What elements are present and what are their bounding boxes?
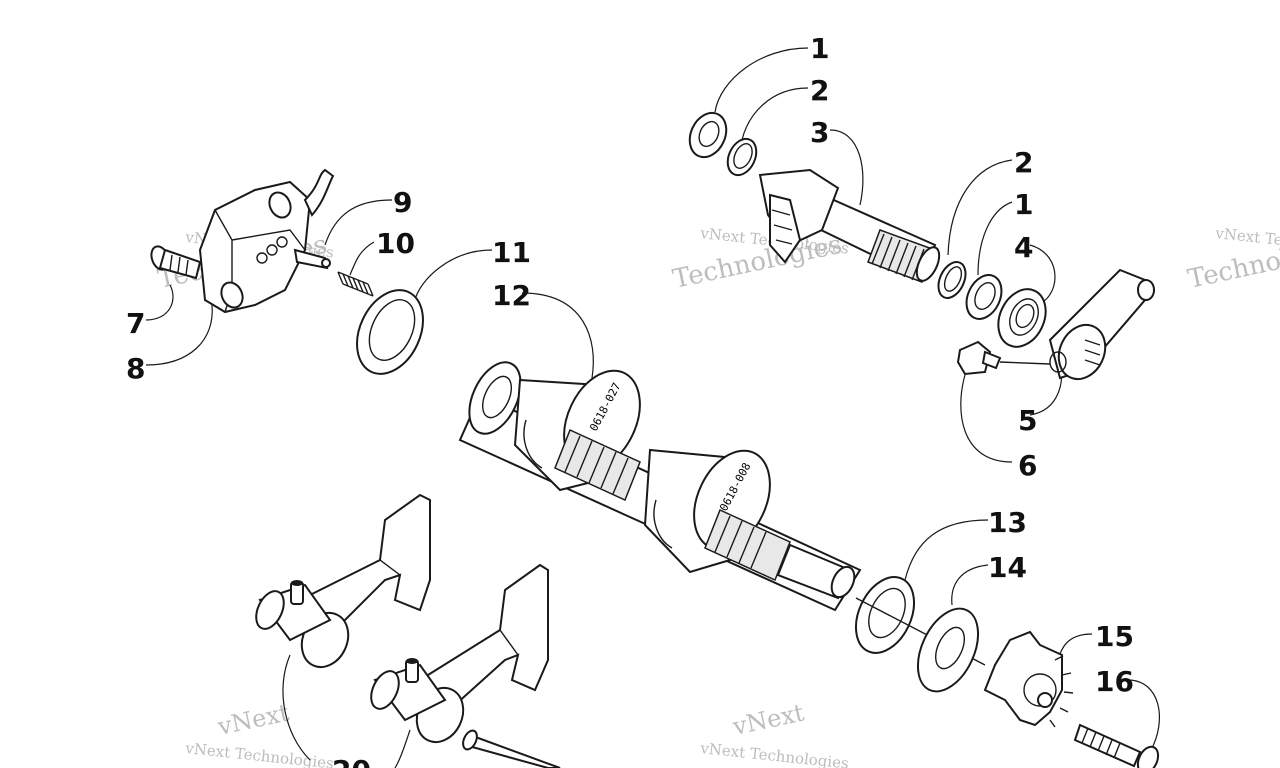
watermark-text: vNext Technologies	[184, 739, 335, 768]
callout-5: 5	[1018, 404, 1037, 437]
washer-14	[916, 607, 980, 693]
callout-2: 2	[1014, 146, 1033, 179]
callout-20: 20	[332, 754, 371, 768]
callout-12: 12	[492, 279, 531, 312]
circlip-2a	[726, 137, 758, 177]
callout-1: 1	[1014, 188, 1033, 221]
washer-11	[356, 289, 424, 375]
watermark-text: vNext	[214, 698, 292, 741]
callout-10: 10	[376, 227, 415, 260]
callout-1: 1	[810, 32, 829, 65]
callout-15: 15	[1095, 620, 1134, 653]
callout-2: 2	[810, 74, 829, 107]
callout-11: 11	[492, 236, 531, 269]
shift-lever-5	[1048, 268, 1155, 381]
callout-7: 7	[126, 307, 145, 340]
callout-3: 3	[810, 116, 829, 149]
callout-4: 4	[1014, 231, 1033, 264]
bolt-6	[956, 340, 1051, 376]
shift-fork-upper	[255, 493, 431, 669]
washer-1b	[965, 274, 1003, 320]
callout-9: 9	[393, 186, 412, 219]
washer-13	[854, 576, 916, 654]
callout-6: 6	[1018, 449, 1037, 482]
detent-pin-9	[293, 248, 331, 270]
callout-13: 13	[988, 506, 1027, 539]
bolt-16	[1073, 723, 1160, 768]
watermark-text: vNext Technologies	[699, 739, 850, 768]
shift-shaft-3	[758, 168, 941, 283]
gear-15	[983, 630, 1074, 728]
callout-16: 16	[1095, 665, 1134, 698]
washer-1a	[688, 111, 728, 159]
callout-8: 8	[126, 352, 145, 385]
callout-labels: 1 2 3 2 1 4 5 6 7 8 9 10 11 12 13 14 15 …	[126, 32, 1134, 768]
seal-4	[997, 288, 1047, 348]
circlip-2b	[937, 261, 967, 299]
watermark-text: vNext	[729, 698, 807, 741]
shift-cover-assembly	[198, 168, 335, 314]
spring-10	[337, 271, 374, 297]
shift-fork-lower	[370, 563, 549, 744]
callout-14: 14	[988, 551, 1027, 584]
fork-shaft	[462, 729, 561, 768]
bolt-7	[150, 245, 202, 280]
shift-drum-12: 0618-027 0618-008	[458, 361, 862, 612]
